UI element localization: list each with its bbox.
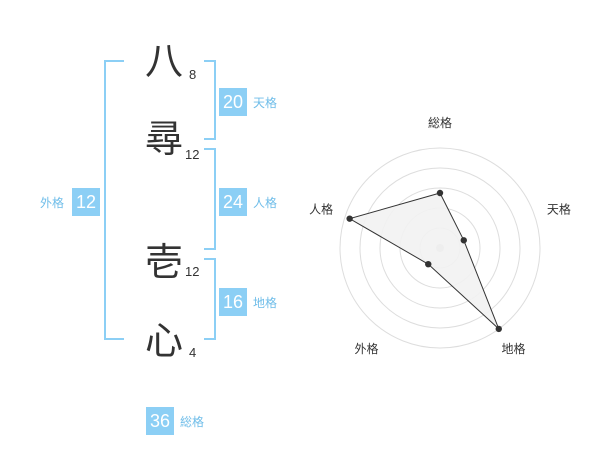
radar-point-soukaku — [436, 189, 444, 197]
tenkaku-bracket — [204, 60, 216, 140]
name-char-1: 八 — [145, 39, 184, 83]
soukaku-value-badge: 36 — [146, 407, 174, 435]
tenkaku-label: 天格 — [253, 96, 278, 110]
radar-label-tenkaku: 天格 — [547, 201, 571, 216]
radar-point-chikaku — [495, 325, 502, 333]
radar-grid-ring — [339, 147, 541, 349]
soukaku-label: 総格 — [180, 415, 205, 429]
gaikaku-value-badge: 12 — [72, 188, 100, 216]
chikaku-label: 地格 — [253, 296, 278, 310]
radar-label-chikaku: 地格 — [501, 341, 525, 356]
radar-value-points — [346, 189, 502, 333]
name-char-4: 心 — [145, 319, 184, 363]
jinkaku-bracket — [204, 148, 216, 250]
jinkaku-value-badge: 24 — [219, 188, 247, 216]
chikaku-value-badge: 16 — [219, 288, 247, 316]
jinkaku-label: 人格 — [253, 196, 278, 210]
radar-point-gaikaku — [425, 260, 432, 268]
radar-label-soukaku: 総格 — [428, 115, 452, 130]
radar-point-jinkaku — [346, 215, 353, 222]
gaikaku-label: 外格 — [40, 196, 65, 210]
tenkaku-value-badge: 20 — [219, 88, 247, 116]
radar-label-jinkaku: 人格 — [309, 201, 333, 216]
gaikaku-bracket — [104, 60, 124, 340]
name-char-2: 尋 — [145, 117, 184, 161]
stroke-count-4: 4 — [189, 345, 197, 360]
radar-label-gaikaku: 外格 — [355, 341, 379, 356]
radar-value-polygon — [348, 192, 500, 330]
chikaku-bracket — [204, 258, 216, 340]
stroke-count-3: 12 — [185, 264, 200, 279]
stroke-count-2: 12 — [185, 147, 200, 162]
radar-grid-ring — [379, 187, 501, 309]
radar-point-tenkaku — [460, 237, 467, 244]
name-char-3: 壱 — [145, 240, 184, 284]
radar-grid-ring — [359, 167, 521, 329]
stroke-count-1: 8 — [189, 67, 197, 82]
